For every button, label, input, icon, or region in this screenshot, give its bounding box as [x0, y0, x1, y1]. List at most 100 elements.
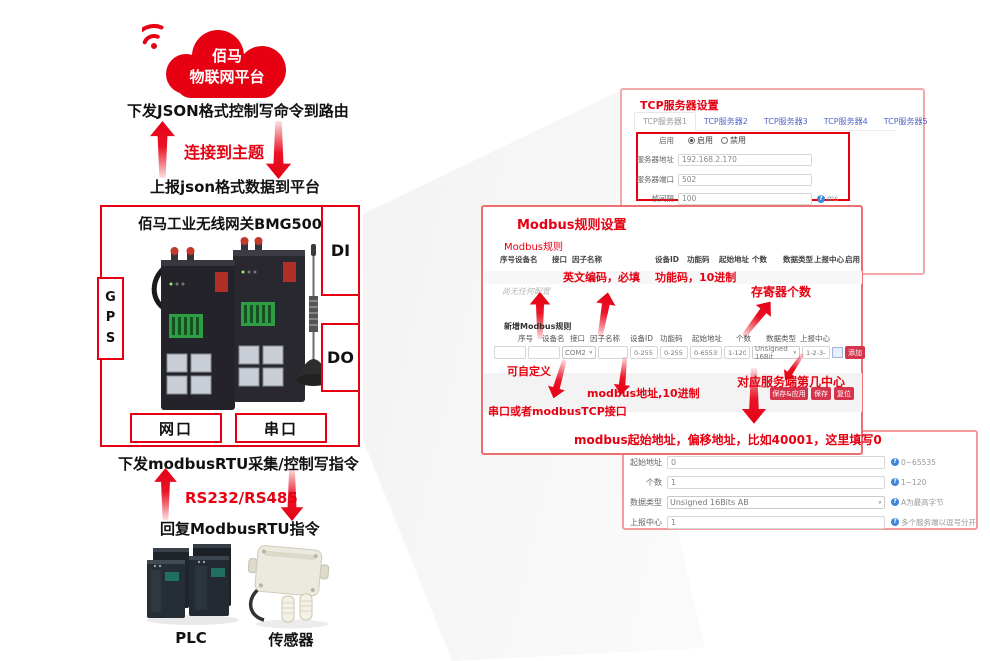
detail-startaddr-input[interactable] — [667, 455, 885, 469]
enable-label: 启用 — [659, 136, 674, 145]
ann-func-code: 功能码，10进制 — [655, 271, 737, 284]
enable-radio-off[interactable] — [721, 137, 728, 144]
add-icon[interactable] — [832, 347, 843, 358]
server-port-label: 服务器端口 — [636, 175, 675, 184]
wifi-icon — [142, 24, 164, 49]
rule-detail-panel: 起始地址 ?0~65535 个数 ?1~120 数据类型 Unsigned 16… — [622, 430, 978, 530]
col-count: 个数 — [752, 255, 767, 264]
save-apply-button[interactable]: 保存&应用 — [770, 387, 808, 400]
modbus-subtitle: Modbus规则 — [504, 242, 563, 253]
interface-select[interactable]: COM2∨ — [562, 346, 596, 359]
di-label: DI — [330, 241, 351, 260]
gps-letter-g: G — [105, 290, 116, 306]
ann-reg-count: 存寄器个数 — [751, 285, 812, 299]
tab-tcp-server-5[interactable]: TCP服务器5 — [883, 117, 928, 126]
gps-letter-p: P — [105, 310, 116, 326]
ann-modbus-addr: modbus地址,10进制 — [587, 387, 700, 400]
ann-which-center: 对应服务端第几中心 — [737, 375, 846, 389]
detail-center-input[interactable] — [667, 515, 885, 529]
plc-image — [147, 544, 239, 625]
enable-on-label: 启用 — [697, 136, 713, 145]
arrow-up-rs — [154, 468, 177, 520]
arrow-up-topic — [150, 121, 175, 178]
ann-start-addr: modbus起始地址，偏移地址，比如40001，这里填写0 — [574, 433, 882, 447]
col2-seq: 序号 — [518, 334, 533, 343]
tcp-panel-title: TCP服务器设置 — [640, 99, 719, 112]
rs-label: RS232/RS485 — [185, 489, 298, 507]
arrow-down-rs — [280, 469, 304, 521]
enable-radio-on[interactable] — [688, 137, 695, 144]
info-icon: ? — [891, 518, 899, 526]
cloud-title-line1: 佰马 — [211, 47, 242, 65]
do-label: DO — [327, 348, 354, 367]
frame-interval-input[interactable] — [678, 192, 812, 205]
sensor-label: 传感器 — [268, 631, 314, 649]
info-icon: ? — [817, 194, 825, 203]
tab-tcp-server-3[interactable]: TCP服务器3 — [763, 117, 808, 126]
devid-input[interactable] — [630, 346, 658, 359]
col2-devname: 设备名 — [542, 334, 565, 343]
arrow-start-addr — [741, 368, 767, 424]
ann-serial-or-tcp: 串口或者modbusTCP接口 — [488, 405, 627, 418]
detail-datatype-hint: A为最高字节 — [901, 497, 944, 507]
detail-startaddr-label: 起始地址 — [630, 457, 662, 467]
add-button[interactable]: 添加 — [845, 346, 865, 359]
detail-count-hint: 1~120 — [901, 477, 927, 487]
detail-datatype-label: 数据类型 — [630, 497, 662, 507]
arrow-down-topic — [265, 121, 292, 179]
col-funccode: 功能码 — [687, 255, 710, 264]
detail-count-label: 个数 — [646, 477, 662, 487]
send-modbus-text: 下发modbusRTU采集/控制写指令 — [118, 455, 359, 473]
col-seq: 序号 — [500, 255, 515, 264]
server-addr-input[interactable] — [678, 153, 812, 166]
arrow-func-code — [596, 292, 616, 338]
interval-unit: ms — [827, 194, 839, 203]
seq-input[interactable] — [494, 346, 526, 359]
detail-datatype-select[interactable]: Unsigned 16Bits AB∨ — [667, 495, 885, 509]
col2-funccode: 功能码 — [660, 334, 683, 343]
tab-tcp-server-1[interactable]: TCP服务器1 — [634, 112, 696, 131]
lan-port-box: 网口 — [130, 413, 222, 443]
devname-input[interactable] — [528, 346, 560, 359]
detail-datatype-value: Unsigned 16Bits AB — [670, 497, 749, 507]
gps-letter-s: S — [105, 330, 116, 346]
col-center: 上报中心 — [814, 255, 844, 264]
col2-datatype: 数据类型 — [766, 334, 796, 343]
server-port-input[interactable] — [678, 173, 812, 186]
datatype-select[interactable]: Unsigned 16Bit∨ — [752, 344, 800, 361]
col-enable: 启用 — [845, 255, 860, 264]
report-json-text: 上报json格式数据到平台 — [150, 178, 321, 196]
send-json-text: 下发JSON格式控制写命令到路由 — [127, 102, 349, 120]
info-icon: ? — [891, 458, 899, 466]
cloud-shape — [166, 30, 286, 98]
serial-port-label: 串口 — [263, 419, 298, 438]
detail-center-hint: 多个服务端以逗号分开 — [901, 517, 976, 527]
add-rule-section-label: 新增Modbus规则 — [504, 322, 572, 331]
count-input[interactable] — [724, 346, 750, 359]
tab-tcp-server-2[interactable]: TCP服务器2 — [703, 117, 748, 126]
center-input[interactable] — [802, 346, 830, 359]
funccode-input[interactable] — [660, 346, 688, 359]
datatype-value: Unsigned 16Bit — [755, 344, 788, 361]
col-startaddr: 起始地址 — [719, 255, 749, 264]
frame-interval-label: 帧间隔 — [651, 194, 675, 203]
tab-tcp-server-4[interactable]: TCP服务器4 — [823, 117, 868, 126]
save-button[interactable]: 保存 — [811, 387, 831, 400]
modbus-rules-panel: Modbus规则设置 Modbus规则 序号 设备名 接口 因子名称 设备ID … — [481, 205, 882, 455]
info-icon: ? — [891, 498, 899, 506]
startaddr-input[interactable] — [690, 346, 722, 359]
reply-modbus-text: 回复ModbusRTU指令 — [160, 520, 320, 538]
factor-input[interactable] — [598, 346, 628, 359]
col-devname: 设备名 — [515, 255, 538, 264]
connect-topic-text: 连接到主题 — [184, 143, 265, 162]
col2-factor: 因子名称 — [590, 334, 620, 343]
gateway-title: 佰马工业无线网关BMG500 — [138, 217, 322, 233]
col-factor: 因子名称 — [572, 255, 602, 264]
col2-devid: 设备ID — [630, 334, 653, 343]
col2-iface: 接口 — [570, 334, 585, 343]
reset-button[interactable]: 复位 — [834, 387, 854, 400]
detail-count-input[interactable] — [667, 475, 885, 489]
modbus-panel-title: Modbus规则设置 — [517, 218, 627, 233]
cloud-title-line2: 物联网平台 — [189, 68, 265, 86]
di-box: DI — [321, 205, 360, 296]
